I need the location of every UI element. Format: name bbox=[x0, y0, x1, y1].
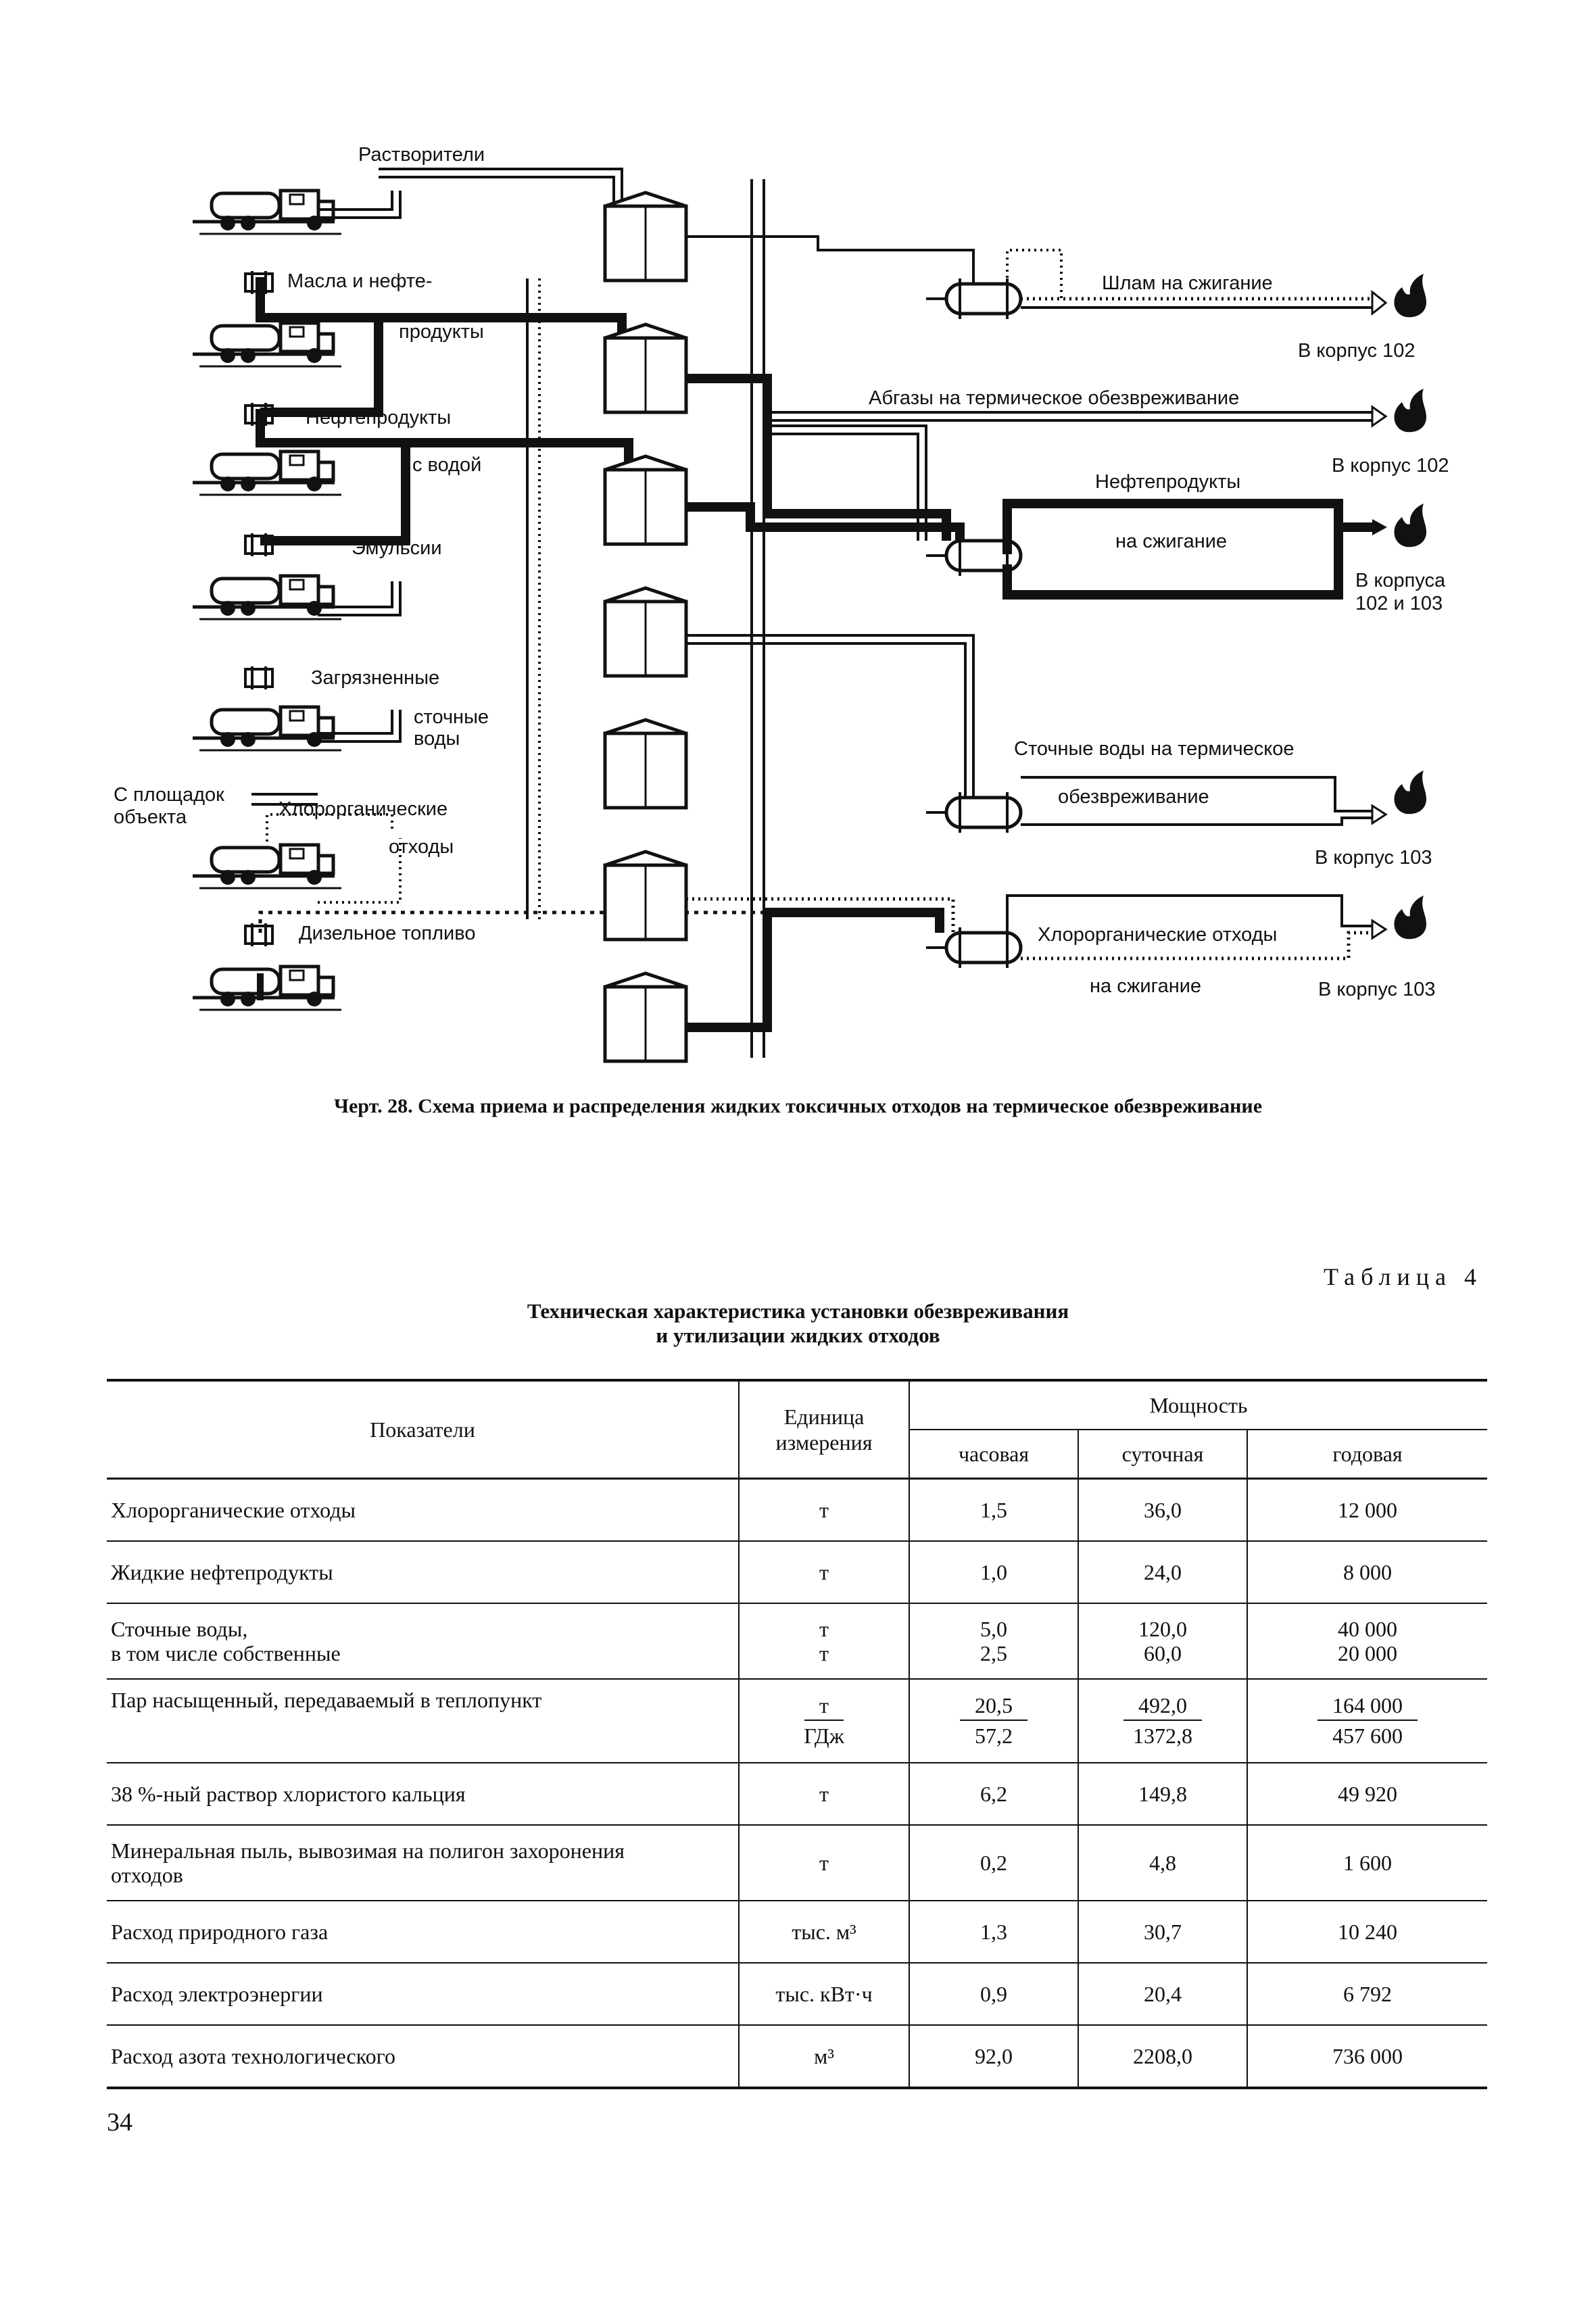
label-chlororganic-2: отходы bbox=[389, 836, 454, 858]
pump-icon bbox=[244, 665, 274, 691]
label-oils-2: продукты bbox=[399, 321, 484, 343]
label-offgas: Абгазы на термическое обезвреживание bbox=[869, 387, 1239, 409]
table-title: Техническая характеристика установки обе… bbox=[0, 1299, 1596, 1348]
label-site-2: объекта bbox=[114, 806, 187, 828]
storage-tank-icon bbox=[605, 973, 686, 1061]
label-oil-out-2: на сжигание bbox=[1115, 531, 1227, 552]
label-building-103a: В корпус 103 bbox=[1315, 847, 1432, 869]
label-contaminated: Загрязненные bbox=[311, 667, 439, 689]
separator-vessel-icon bbox=[926, 927, 1021, 968]
header-indicator: Показатели bbox=[107, 1379, 739, 1480]
storage-tank-icon bbox=[605, 720, 686, 808]
label-diesel: Дизельное топливо bbox=[299, 923, 475, 944]
label-oil-products: Нефтепродукты bbox=[306, 407, 451, 429]
tanker-truck-icon bbox=[193, 967, 341, 1010]
header-hourly: часовая bbox=[909, 1430, 1078, 1480]
label-chlor-out: Хлорорганические отходы bbox=[1038, 924, 1277, 946]
label-oil-products-2: с водой bbox=[412, 454, 481, 476]
label-wastewater: Сточные воды на термическое bbox=[1014, 738, 1295, 760]
storage-tank-icon bbox=[605, 193, 686, 281]
label-oil-out: Нефтепродукты bbox=[1095, 471, 1240, 493]
tanker-truck-icon bbox=[193, 323, 341, 366]
flame-icon bbox=[1394, 771, 1426, 814]
table-row: 38 %-ный раствор хлористого кальция т 6,… bbox=[107, 1763, 1487, 1826]
table-row: Расход электроэнергии тыс. кВт·ч 0,9 20,… bbox=[107, 1963, 1487, 2026]
label-buildings: В корпуса bbox=[1355, 570, 1446, 591]
label-site: С площадок bbox=[114, 784, 224, 806]
label-chlor-out-2: на сжигание bbox=[1090, 975, 1201, 997]
label-buildings-2: 102 и 103 bbox=[1355, 593, 1443, 614]
table-row: Минеральная пыль, вывозимая на полигон з… bbox=[107, 1825, 1487, 1901]
separator-vessel-icon bbox=[926, 792, 1021, 833]
flame-icon bbox=[1394, 896, 1426, 940]
label-building-102a: В корпус 102 bbox=[1298, 340, 1416, 362]
header-annual: годовая bbox=[1247, 1430, 1487, 1480]
label-contaminated-3: воды bbox=[414, 728, 460, 750]
label-oils: Масла и нефте- bbox=[287, 270, 433, 292]
label-contaminated-2: сточные bbox=[414, 706, 489, 728]
table-title-line1: Техническая характеристика установки обе… bbox=[527, 1299, 1069, 1323]
table-row: Расход природного газа тыс. м³ 1,3 30,7 … bbox=[107, 1901, 1487, 1964]
page-number: 34 bbox=[107, 2108, 132, 2137]
tanker-truck-icon bbox=[193, 845, 341, 888]
label-building-103b: В корпус 103 bbox=[1318, 979, 1436, 1000]
header-power: Мощность bbox=[909, 1379, 1487, 1430]
table-row: Жидкие нефтепродукты т 1,0 24,0 8 000 bbox=[107, 1541, 1487, 1604]
flame-icon bbox=[1394, 389, 1426, 433]
tanker-truck-icon bbox=[193, 191, 341, 234]
label-emulsions: Эмульсии bbox=[352, 537, 442, 559]
flame-icon bbox=[1394, 504, 1426, 547]
label-wastewater-2: обезвреживание bbox=[1058, 786, 1209, 808]
label-chlororganic: Хлорорганические bbox=[279, 798, 448, 820]
tanker-truck-icon bbox=[193, 707, 341, 750]
flame-icon bbox=[1394, 274, 1426, 318]
table-row: Расход азота технологического м³ 92,0 22… bbox=[107, 2025, 1487, 2089]
table-number: Таблица 4 bbox=[1324, 1263, 1482, 1290]
tanker-truck-icon bbox=[193, 576, 341, 619]
label-sludge: Шлам на сжигание bbox=[1102, 272, 1273, 294]
header-daily: суточная bbox=[1078, 1430, 1247, 1480]
storage-tank-icon bbox=[605, 456, 686, 544]
storage-tank-icon bbox=[605, 852, 686, 940]
table-title-line2: и утилизации жидких отходов bbox=[656, 1323, 940, 1347]
storage-tank-icon bbox=[605, 324, 686, 412]
tanker-truck-icon bbox=[193, 452, 341, 495]
waste-distribution-diagram: Растворители Масла и нефте- продукты Неф… bbox=[114, 144, 1449, 1081]
table-row: Хлорорганические отходы т 1,5 36,0 12 00… bbox=[107, 1478, 1487, 1542]
label-solvents: Растворители bbox=[358, 144, 485, 166]
label-building-102b: В корпус 102 bbox=[1332, 455, 1449, 477]
separator-vessel-icon bbox=[926, 278, 1021, 319]
pump-icon bbox=[244, 922, 274, 948]
figure-caption: Черт. 28. Схема приема и распределения ж… bbox=[333, 1095, 1263, 1117]
storage-tank-icon bbox=[605, 588, 686, 676]
table-row: Пар насыщенный, передаваемый в теплопунк… bbox=[107, 1679, 1487, 1763]
